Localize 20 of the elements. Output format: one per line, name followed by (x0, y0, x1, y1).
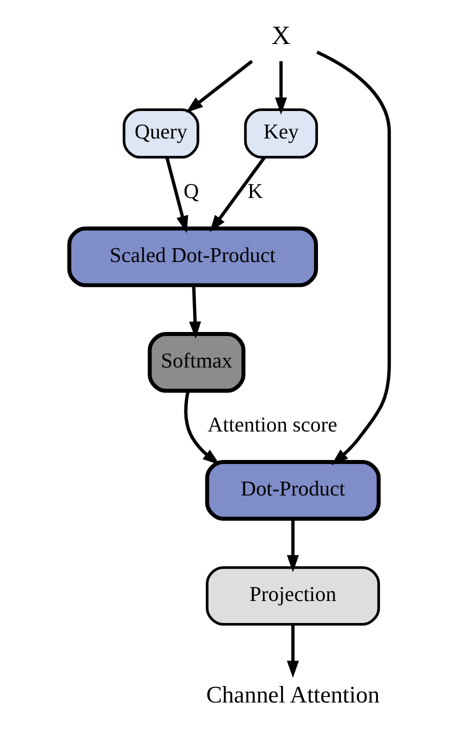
edge-label: K (247, 178, 262, 203)
arrow (286, 519, 298, 572)
node-box: Key (244, 108, 318, 159)
edge-label: Attention score (207, 412, 337, 436)
arrow (274, 61, 287, 115)
arrow (286, 624, 298, 678)
arrow (164, 157, 188, 234)
arrow (316, 50, 390, 466)
node-box: Projection (205, 566, 380, 626)
arrow (188, 286, 201, 339)
edge-label: Q (183, 178, 198, 203)
arrow (184, 390, 220, 465)
arrow (209, 156, 266, 232)
node-box: Softmax (147, 332, 245, 393)
node-box: Query (122, 108, 199, 159)
node-text: Channel Attention (206, 682, 380, 709)
node-text: X (271, 20, 290, 50)
node-box: Dot-Product (204, 460, 380, 521)
arrow (185, 60, 252, 113)
node-box: Scaled Dot-Product (66, 226, 318, 288)
